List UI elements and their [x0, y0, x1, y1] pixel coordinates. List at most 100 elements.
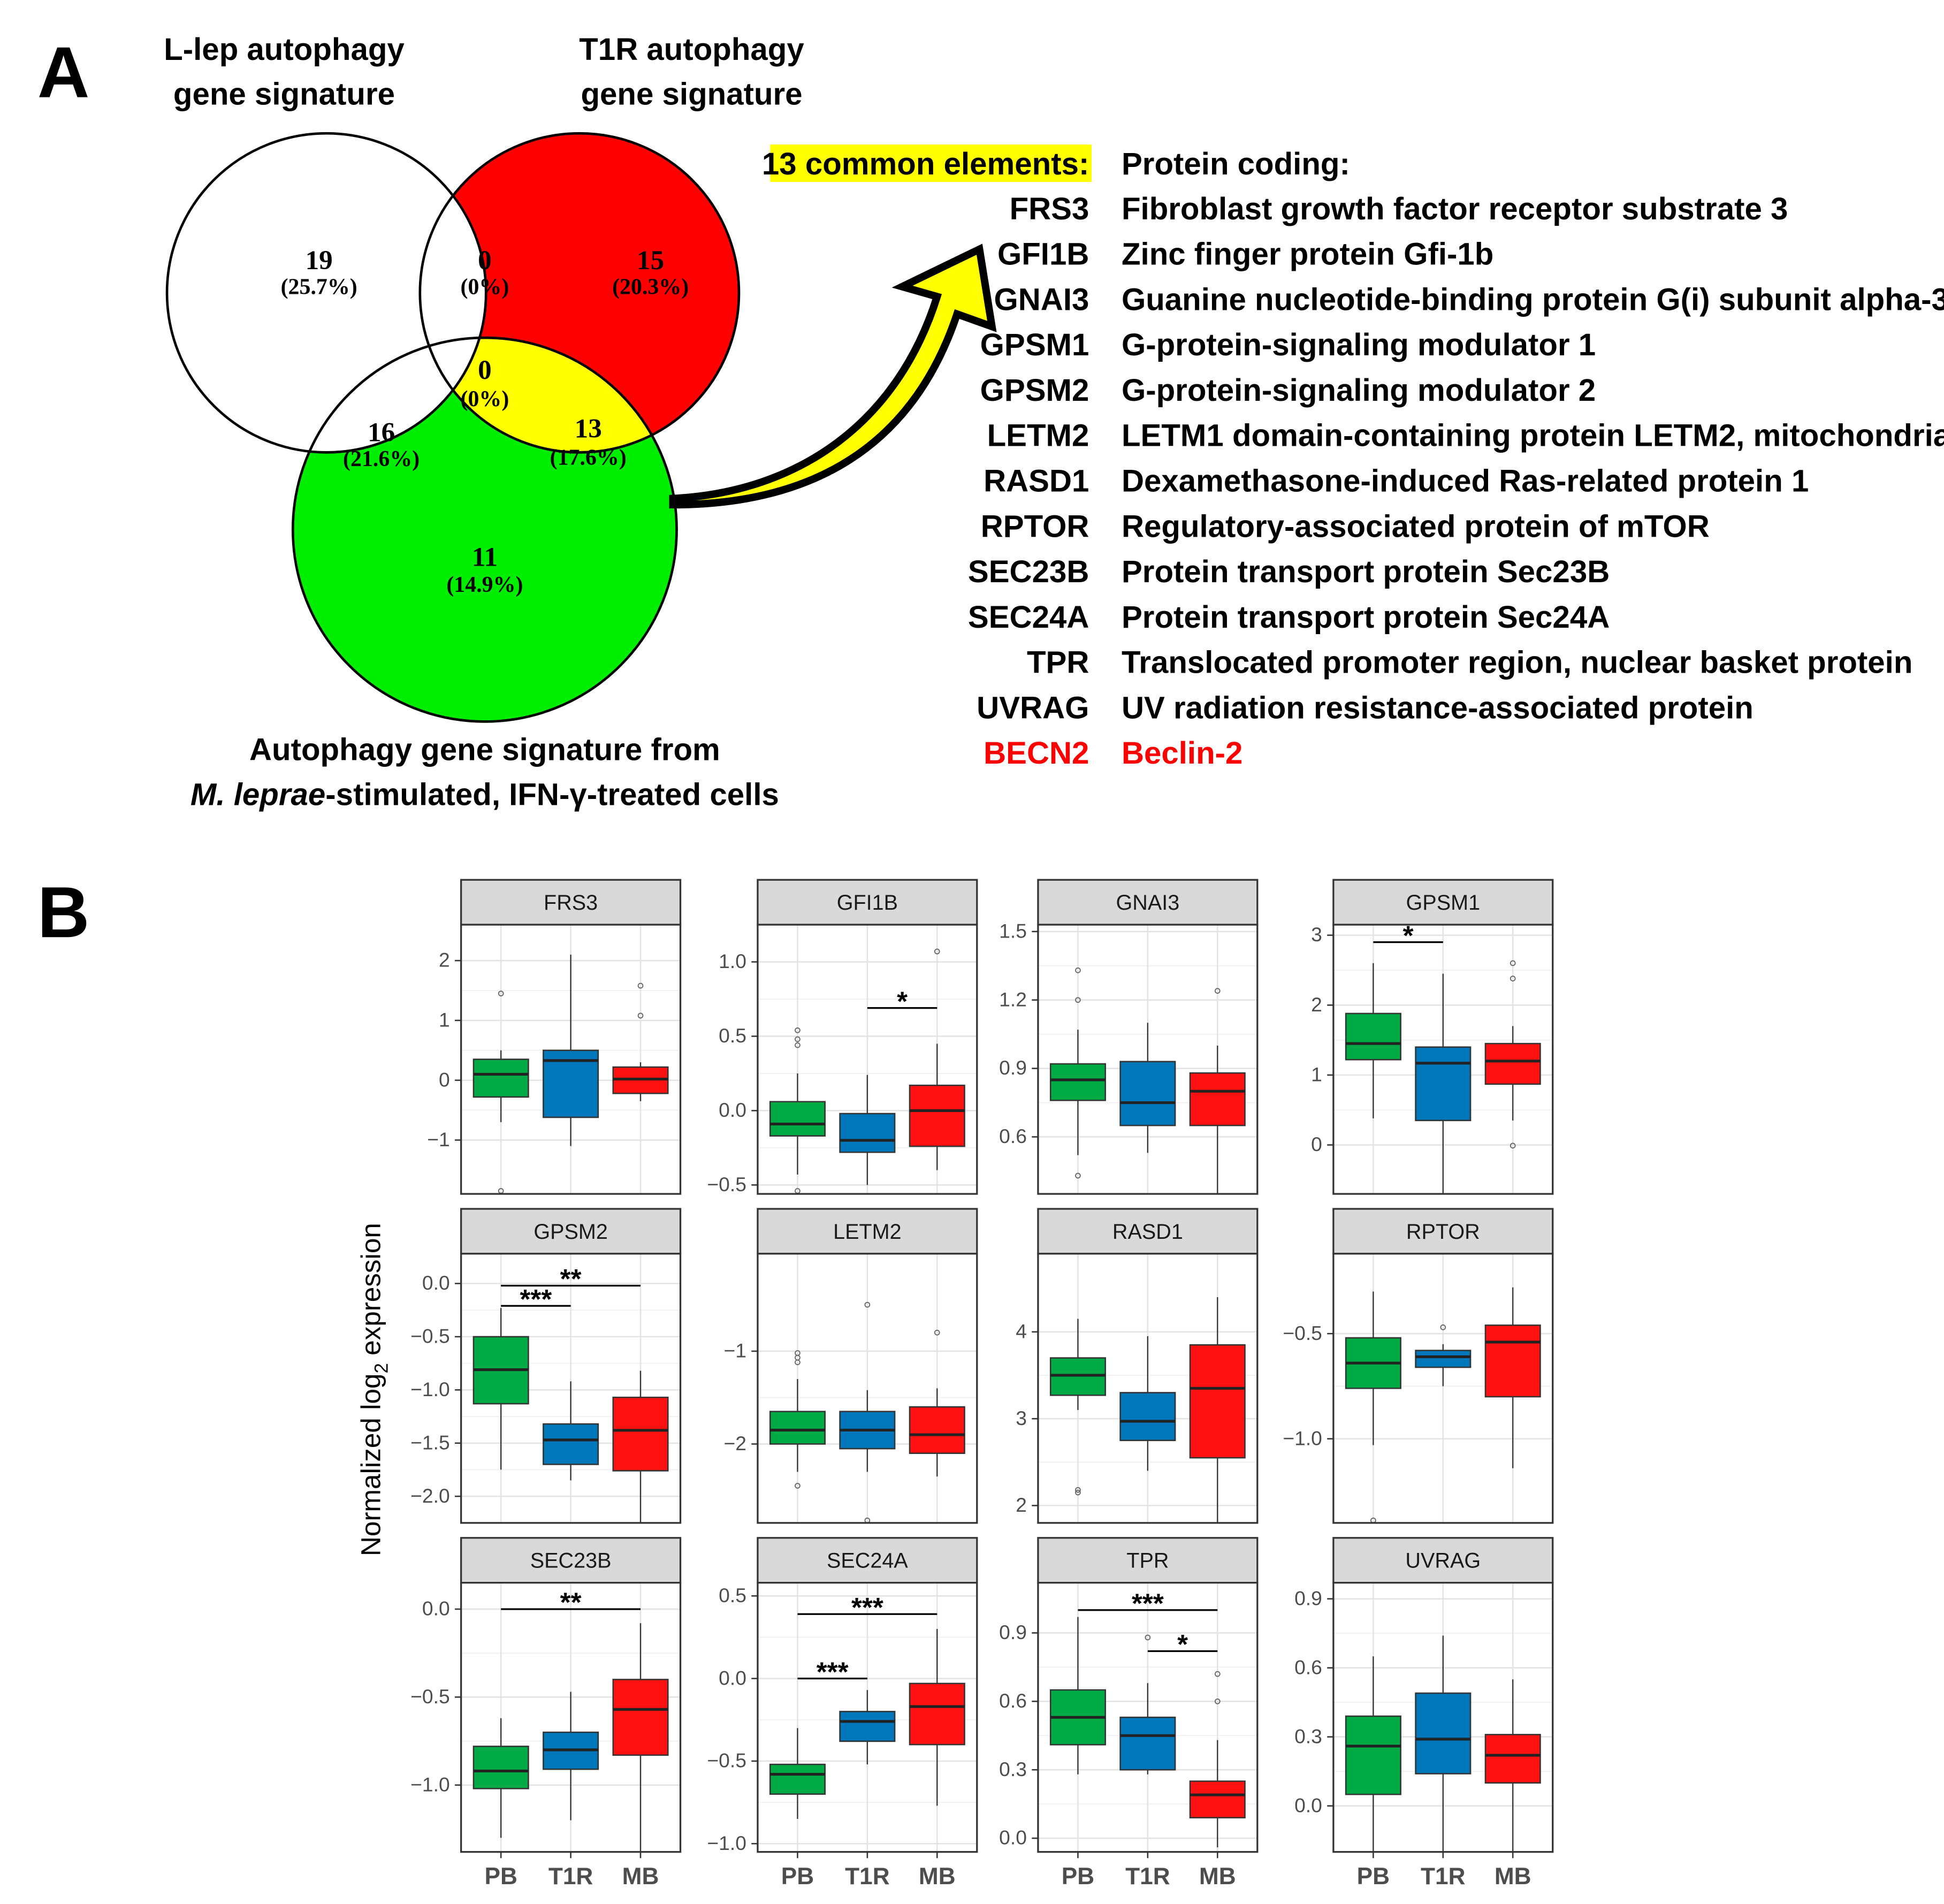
- gene-description: Fibroblast growth factor receptor substr…: [1122, 192, 1788, 226]
- box-mb: [909, 948, 965, 1170]
- venn-diagram: 19 (25.7%) 0 (0%) 15 (20.3%) 0 (0%) 16 (…: [165, 132, 741, 723]
- x-tick-label: T1R: [1125, 1863, 1170, 1890]
- box-t1r: [1415, 1324, 1472, 1387]
- y-tick-label: −1.0: [1283, 1427, 1322, 1449]
- gene-description: G-protein-signaling modulator 1: [1122, 328, 1596, 362]
- gene-description: LETM1 domain-containing protein LETM2, m…: [1122, 418, 1944, 453]
- x-tick-label: MB: [1199, 1863, 1236, 1890]
- venn-count-1and3: 16: [368, 417, 395, 447]
- box-body: [1415, 1692, 1472, 1774]
- venn-count-only2: 15: [637, 245, 664, 276]
- y-tick-label: 0.0: [999, 1826, 1027, 1849]
- x-tick-label: PB: [484, 1863, 517, 1890]
- y-tick-label: 0.6: [999, 1125, 1027, 1147]
- panel-border: [1332, 1253, 1554, 1524]
- box-body: [543, 1423, 599, 1465]
- facet-title: GFI1B: [837, 891, 898, 915]
- box-body: [909, 1682, 965, 1746]
- venn-pct-only3: (14.9%): [446, 573, 523, 597]
- significance-label: **: [560, 1587, 582, 1618]
- outlier-point: [1075, 997, 1081, 1003]
- box-t1r: [543, 1692, 599, 1821]
- outlier-point: [795, 1027, 801, 1033]
- y-tick-label: 2: [1311, 993, 1322, 1016]
- box-pb: [769, 1728, 826, 1819]
- venn-pct-only1: (25.7%): [281, 275, 357, 300]
- venn-pct-2and3: (17.6%): [550, 446, 627, 470]
- significance-label: ***: [817, 1656, 849, 1687]
- significance-label: *: [1177, 1629, 1188, 1659]
- gene-description: G-protein-signaling modulator 2: [1122, 373, 1596, 408]
- box-body: [1484, 1734, 1541, 1784]
- x-tick-label: T1R: [845, 1863, 890, 1890]
- box-body: [909, 1406, 965, 1454]
- outlier-point: [637, 1012, 644, 1019]
- venn-pct-all3: (0%): [461, 387, 509, 412]
- facet-title: TPR: [1126, 1549, 1169, 1573]
- gene-description: Dexamethasone-induced Ras-related protei…: [1122, 463, 1809, 498]
- y-axis-title-main: Normalized log: [355, 1374, 386, 1557]
- y-tick-label: 3: [1311, 923, 1322, 946]
- gene-description: Beclin-2: [1122, 736, 1242, 771]
- outlier-point: [498, 991, 504, 996]
- facet-strip: [1037, 1208, 1259, 1255]
- y-tick-label: 0.5: [719, 1024, 746, 1047]
- venn-overlap-2-3: [420, 338, 677, 453]
- box-body: [1415, 1046, 1472, 1122]
- facet-title: GPSM1: [1406, 891, 1481, 915]
- gene-symbol: TPR: [1027, 645, 1089, 680]
- facet-strip: [1037, 879, 1259, 926]
- gene-symbol: RASD1: [984, 463, 1089, 498]
- x-tick-label: T1R: [548, 1863, 593, 1890]
- gene-symbol: UVRAG: [977, 690, 1089, 725]
- y-tick-label: 0.0: [719, 1666, 746, 1689]
- y-tick-label: 0.9: [999, 1056, 1027, 1079]
- venn-pct-1and2: (0%): [461, 275, 509, 300]
- y-tick-label: −2: [723, 1432, 746, 1454]
- box-t1r: [1415, 973, 1472, 1194]
- y-tick-label: 2: [439, 949, 450, 971]
- outlier-point: [934, 1329, 940, 1336]
- y-tick-label: 0.3: [1294, 1725, 1322, 1747]
- venn-count-2and3: 13: [575, 413, 602, 444]
- venn-count-all3: 0: [478, 355, 492, 385]
- box-t1r: [1119, 1336, 1176, 1471]
- venn-set2-title: T1R autophagy gene signature: [579, 32, 804, 112]
- venn-arrow: [669, 243, 997, 509]
- box-t1r: [543, 1381, 599, 1481]
- venn-set3-title-line1: Autophagy gene signature from: [249, 733, 720, 767]
- facet-gfi1b: GFI1B−0.50.00.51.0*: [707, 879, 978, 1195]
- gene-symbol: RPTOR: [981, 509, 1089, 544]
- venn-set3-title: Autophagy gene signature from M. leprae-…: [190, 733, 779, 812]
- x-tick-label: PB: [1062, 1863, 1094, 1890]
- box-body: [612, 1396, 669, 1472]
- facet-title: SEC23B: [530, 1549, 612, 1573]
- venn-set3-title-rest: -stimulated, IFN-γ-treated cells: [325, 777, 779, 812]
- y-tick-label: 0.0: [719, 1099, 746, 1121]
- box-pb: [472, 991, 529, 1194]
- venn-outline-set3: [291, 336, 678, 723]
- box-body: [1484, 1042, 1541, 1085]
- y-tick-label: −0.5: [410, 1325, 450, 1347]
- box-mb: [1484, 1287, 1541, 1468]
- significance-label: *: [1403, 920, 1414, 950]
- y-tick-label: 0.0: [422, 1271, 450, 1294]
- facet-strip: [1332, 1208, 1554, 1255]
- outlier-point: [795, 1483, 801, 1489]
- gene-description: Protein transport protein Sec24A: [1122, 600, 1610, 635]
- box-pb: [1345, 963, 1401, 1118]
- facet-strip: [460, 1537, 682, 1584]
- box-body: [1189, 1072, 1246, 1126]
- outlier-point: [1075, 967, 1081, 973]
- venn-count-1and2: 0: [478, 245, 492, 276]
- venn-set3-title-italic: M. leprae: [190, 777, 325, 812]
- y-tick-label: −2.0: [410, 1484, 450, 1507]
- venn-pct-only2: (20.3%): [612, 275, 689, 300]
- box-pb: [1049, 1617, 1106, 1774]
- facet-title: FRS3: [544, 891, 598, 915]
- facet-rptor: RPTOR−1.0−0.5: [1283, 1208, 1554, 1524]
- gene-symbol: FRS3: [1010, 192, 1089, 226]
